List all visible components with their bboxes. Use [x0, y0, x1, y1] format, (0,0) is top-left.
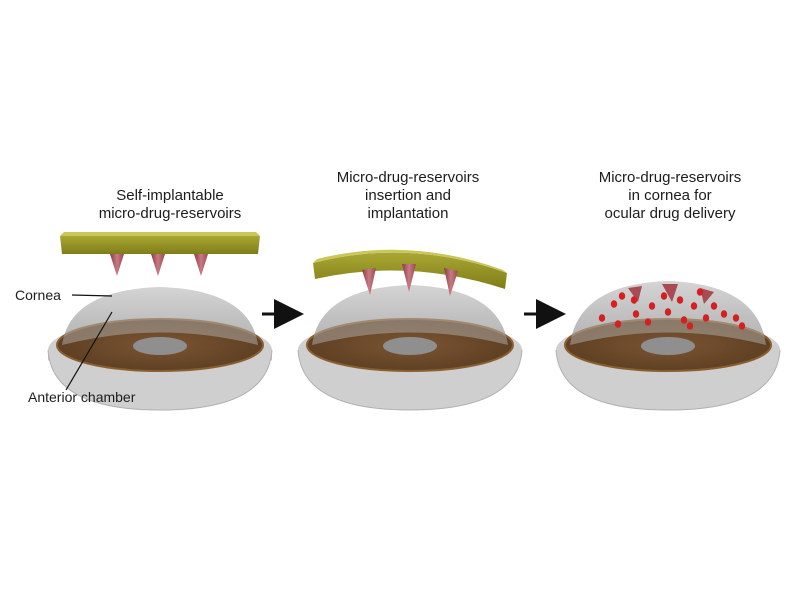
- micro-reservoir-needle: [362, 268, 376, 295]
- implanted-reservoir: [662, 284, 678, 302]
- micro-reservoir-needle: [110, 254, 124, 276]
- patch-backing: [60, 236, 260, 254]
- title-line: Micro-drug-reservoirs: [336, 169, 480, 186]
- drug-dot: [738, 322, 746, 330]
- drug-dot: [676, 296, 684, 304]
- cornea-front: [312, 285, 508, 345]
- drug-dot: [702, 314, 710, 322]
- drug-dot: [690, 302, 698, 310]
- eye-model-2: [297, 285, 523, 411]
- drug-dot: [732, 314, 740, 322]
- patch-top-face: [313, 249, 507, 273]
- drug-dot: [614, 320, 622, 328]
- step-2-title: Micro-drug-reservoirs insertion and impl…: [278, 169, 538, 223]
- drug-dot: [686, 322, 694, 330]
- drug-dot: [664, 308, 672, 316]
- microneedle-patch-1: [60, 232, 260, 276]
- drug-dot: [660, 292, 668, 300]
- micro-reservoir-needle: [151, 254, 165, 276]
- title-line: micro-drug-reservoirs: [98, 205, 242, 222]
- drug-dot: [648, 302, 656, 310]
- title-line: implantation: [367, 205, 449, 222]
- micro-reservoir-needle: [402, 264, 416, 292]
- drug-dot: [710, 302, 718, 310]
- drug-dot: [632, 310, 640, 318]
- title-line: ocular drug delivery: [604, 205, 736, 222]
- drug-dot: [598, 314, 606, 322]
- pupil: [641, 337, 695, 355]
- title-line: insertion and: [365, 187, 451, 204]
- anterior-chamber-label: Anterior chamber: [28, 389, 136, 405]
- drug-dot: [644, 318, 652, 326]
- cornea-callout-line: [71, 294, 113, 297]
- step-3-title: Micro-drug-reservoirs in cornea for ocul…: [540, 169, 800, 223]
- pupil: [133, 337, 187, 355]
- drug-dot: [610, 300, 618, 308]
- cornea-front: [62, 287, 258, 345]
- title-line: Micro-drug-reservoirs: [598, 169, 742, 186]
- implanted-reservoir: [700, 288, 714, 304]
- drug-dot: [696, 288, 704, 296]
- title-line: Self-implantable: [116, 187, 224, 204]
- micro-reservoir-needle: [194, 254, 208, 276]
- eye-model-1: [47, 287, 273, 411]
- eye-model-3: [555, 281, 781, 411]
- drug-dot: [720, 310, 728, 318]
- drug-dot: [680, 316, 688, 324]
- step-1-title: Self-implantable micro-drug-reservoirs: [40, 187, 300, 223]
- drug-dot: [630, 296, 638, 304]
- patch-top-face: [60, 232, 260, 236]
- micro-reservoir-needle: [444, 268, 458, 296]
- anterior-chamber-callout-line: [65, 311, 113, 391]
- microneedle-patch-2: [313, 249, 507, 296]
- pupil: [383, 337, 437, 355]
- drug-dot: [618, 292, 626, 300]
- title-line: in cornea for: [628, 187, 712, 204]
- cornea-label: Cornea: [15, 287, 61, 303]
- released-drug-dots: [598, 288, 746, 330]
- implanted-reservoir: [628, 286, 642, 302]
